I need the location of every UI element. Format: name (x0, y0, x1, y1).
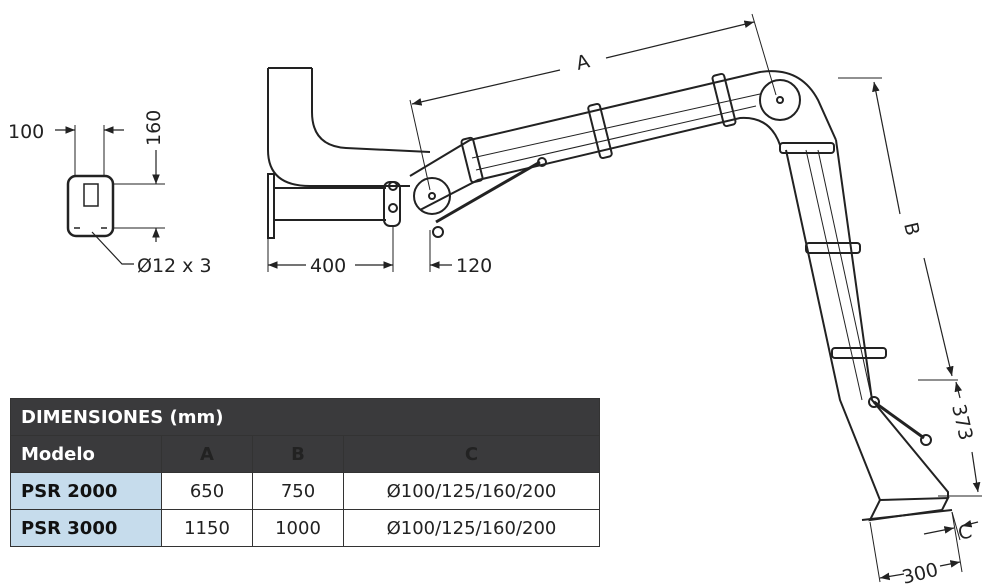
clamp (460, 136, 484, 184)
dimension-hole: Ø12 x 3 (137, 255, 212, 277)
table-header-row: Modelo A B C (10, 435, 600, 473)
top-duct (267, 68, 431, 187)
dimensions-table: DIMENSIONES (mm) Modelo A B C PSR 2000 6… (10, 398, 600, 547)
value-cell: 650 (161, 472, 253, 510)
column-header: Modelo (10, 435, 162, 473)
dimension-100: 100 (8, 121, 44, 143)
value-cell: 1150 (161, 509, 253, 547)
dimension-300: 300 (900, 559, 941, 587)
wall-bracket (267, 67, 431, 239)
elbow-joint (413, 177, 451, 215)
column-header: A (161, 435, 253, 473)
column-header: B (252, 435, 344, 473)
arm-upper-segment (409, 70, 837, 238)
table-title: DIMENSIONES (mm) (10, 398, 600, 436)
gas-spring (435, 160, 541, 224)
gas-spring (873, 400, 925, 440)
table-title-row: DIMENSIONES (mm) (10, 398, 600, 436)
dimension-120: 120 (456, 255, 492, 277)
dimension-400: 400 (310, 255, 346, 277)
column-header: C (343, 435, 600, 473)
model-cell: PSR 2000 (10, 472, 162, 510)
value-cell: Ø100/125/160/200 (343, 509, 600, 547)
dimension-373: 373 (947, 402, 977, 442)
capture-hood (868, 496, 950, 522)
dimension-160: 160 (143, 110, 165, 146)
wall-plate (66, 174, 115, 238)
arm-lower-segment (779, 139, 953, 522)
value-cell: Ø100/125/160/200 (343, 472, 600, 510)
clamp (831, 347, 887, 359)
wall-plate-detail (55, 125, 165, 265)
clamp (711, 72, 737, 128)
dimension-a: A (574, 50, 592, 74)
table-row: PSR 3000 1150 1000 Ø100/125/160/200 (10, 509, 600, 547)
dimension-b: B (899, 220, 923, 238)
value-cell: 750 (252, 472, 344, 510)
clamp (779, 142, 835, 154)
table-row: PSR 2000 650 750 Ø100/125/160/200 (10, 472, 600, 510)
model-cell: PSR 3000 (10, 509, 162, 547)
clamp (805, 242, 861, 254)
clamp (587, 102, 613, 160)
dimension-c: C (956, 520, 974, 545)
plate-slot (83, 183, 99, 207)
elbow-joint (759, 79, 801, 121)
value-cell: 1000 (252, 509, 344, 547)
